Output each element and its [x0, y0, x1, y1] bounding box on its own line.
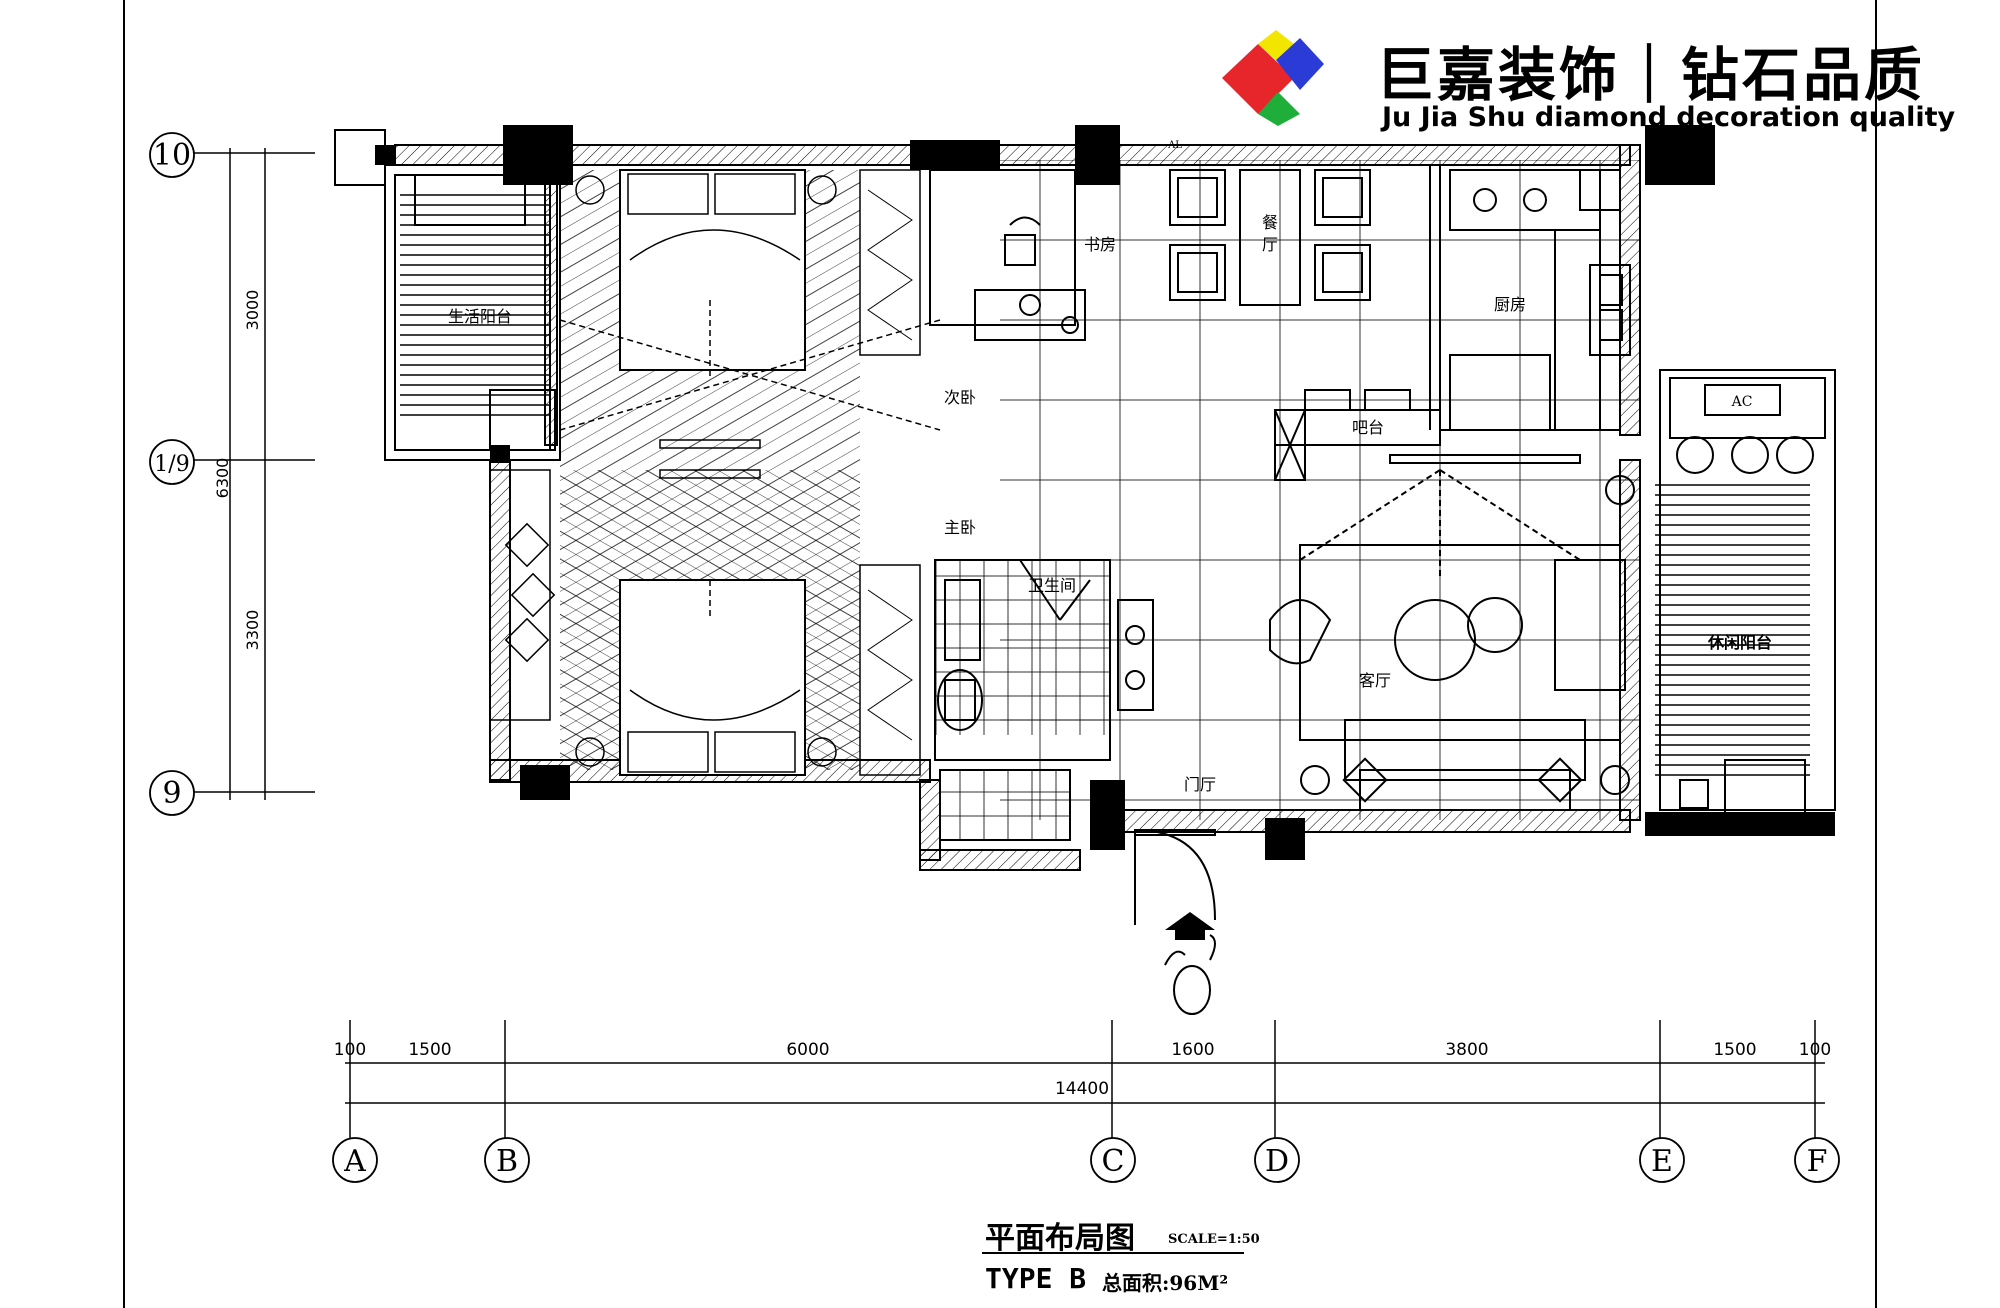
total-area: 总面积:96M² [1102, 1271, 1229, 1295]
ac-mark: AC [1731, 394, 1753, 410]
grid-label-f: F [1807, 1144, 1828, 1179]
grid-label-b: B [496, 1144, 518, 1179]
dim-left-3000: 3000 [243, 290, 262, 331]
title-underline [982, 1252, 1244, 1254]
room-dining-1: 餐 [1262, 213, 1278, 232]
dim-bottom-1500-left: 1500 [408, 1040, 451, 1060]
room-bathroom: 卫生间 [1028, 576, 1076, 595]
grid-label-d: D [1265, 1144, 1289, 1179]
grid-label-10: 10 [153, 138, 191, 173]
dim-bottom-1500-right: 1500 [1713, 1040, 1756, 1060]
room-study: 书房 [1084, 235, 1116, 254]
room-leisure-balcony: 休闲阳台 [1707, 633, 1772, 652]
dim-bottom-total: 14400 [1055, 1079, 1109, 1099]
grid-label-9: 9 [162, 776, 181, 811]
drawing-type: TYPE B [985, 1262, 1087, 1295]
grid-label-1-9: 1/9 [154, 452, 189, 477]
dim-bottom-1600: 1600 [1171, 1040, 1214, 1060]
grid-label-a: A [343, 1144, 366, 1179]
room-living-room: 客厅 [1359, 671, 1391, 690]
grid-label-e: E [1651, 1144, 1673, 1179]
brand-chinese: 巨嘉装饰｜钻石品质 [1376, 41, 1926, 109]
room-dining-2: 厅 [1262, 235, 1278, 254]
dim-bottom-100-left: 100 [334, 1040, 366, 1060]
room-bar: 吧台 [1352, 418, 1384, 437]
drawing-title: 平面布局图 [985, 1221, 1135, 1256]
room-master-bedroom: 主卧 [944, 518, 976, 537]
drawing-scale: SCALE=1:50 [1168, 1232, 1260, 1247]
dim-left-6300: 6300 [213, 458, 232, 499]
al-mark: AL [1167, 140, 1182, 151]
dim-left-3300: 3300 [243, 610, 262, 651]
room-entrance: 门厅 [1184, 775, 1216, 794]
room-kitchen: 厨房 [1494, 295, 1526, 314]
dim-bottom-3800: 3800 [1445, 1040, 1488, 1060]
grid-label-c: C [1102, 1144, 1125, 1179]
dim-bottom-100-right: 100 [1799, 1040, 1831, 1060]
room-second-bedroom: 次卧 [944, 388, 976, 407]
company-logo [1220, 30, 1326, 130]
room-living-balcony: 生活阳台 [448, 307, 512, 326]
dim-bottom-6000: 6000 [786, 1040, 829, 1060]
